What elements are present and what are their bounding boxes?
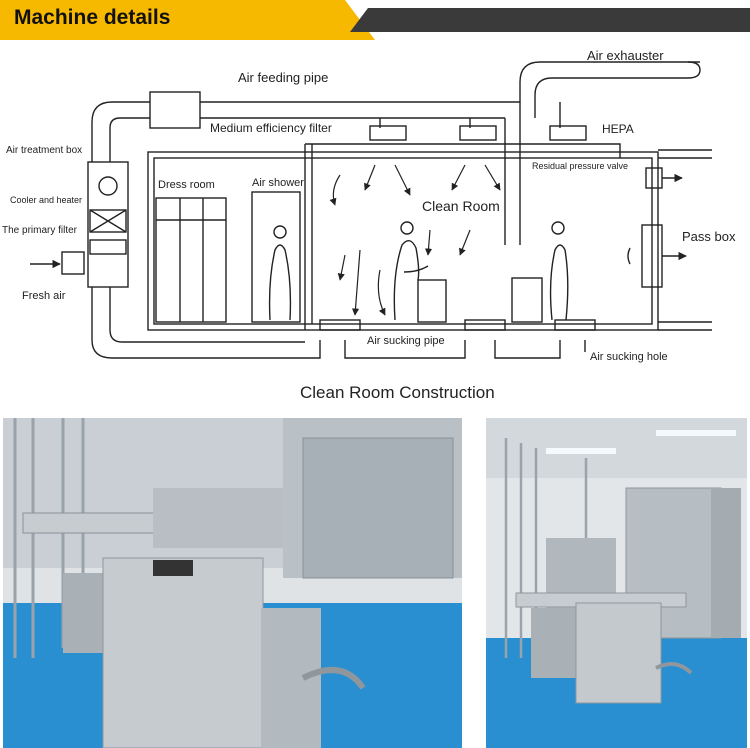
- label-air-feeding-pipe: Air feeding pipe: [238, 70, 328, 85]
- photo-filling-machine: [3, 418, 462, 748]
- diagram-title: Clean Room Construction: [300, 383, 495, 402]
- label-dress-room: Dress room: [158, 179, 215, 191]
- label-cooler-heater: Cooler and heater: [10, 195, 82, 205]
- label-air-treatment-box: Air treatment box: [6, 145, 82, 156]
- header-yellow-band: [0, 0, 375, 40]
- photo-filling-line: [486, 418, 747, 748]
- label-pass-box: Pass box: [682, 229, 736, 244]
- label-primary-filter: The primary filter: [2, 225, 78, 236]
- header-banner: Machine details: [0, 0, 750, 40]
- label-clean-room: Clean Room: [422, 198, 500, 214]
- clean-room-diagram: Air feeding pipe Air exhauster Medium ef…: [2, 48, 736, 402]
- label-air-sucking-hole: Air sucking hole: [590, 351, 668, 363]
- label-residual-valve: Residual pressure valve: [532, 161, 628, 171]
- label-air-sucking-pipe: Air sucking pipe: [367, 335, 445, 347]
- medium-efficiency-filter: [149, 91, 201, 129]
- header-dark-band: [350, 8, 750, 32]
- label-air-shower: Air shower: [252, 177, 304, 189]
- label-fresh-air: Fresh air: [22, 290, 66, 302]
- label-air-exhauster: Air exhauster: [587, 48, 664, 63]
- residual-pressure-valve: [645, 167, 663, 189]
- air-treatment-box: [87, 161, 129, 288]
- page-title: Machine details: [14, 6, 171, 29]
- label-medium-filter: Medium efficiency filter: [210, 121, 332, 135]
- label-hepa: HEPA: [602, 122, 634, 136]
- air-feeding-pipe: [91, 101, 150, 162]
